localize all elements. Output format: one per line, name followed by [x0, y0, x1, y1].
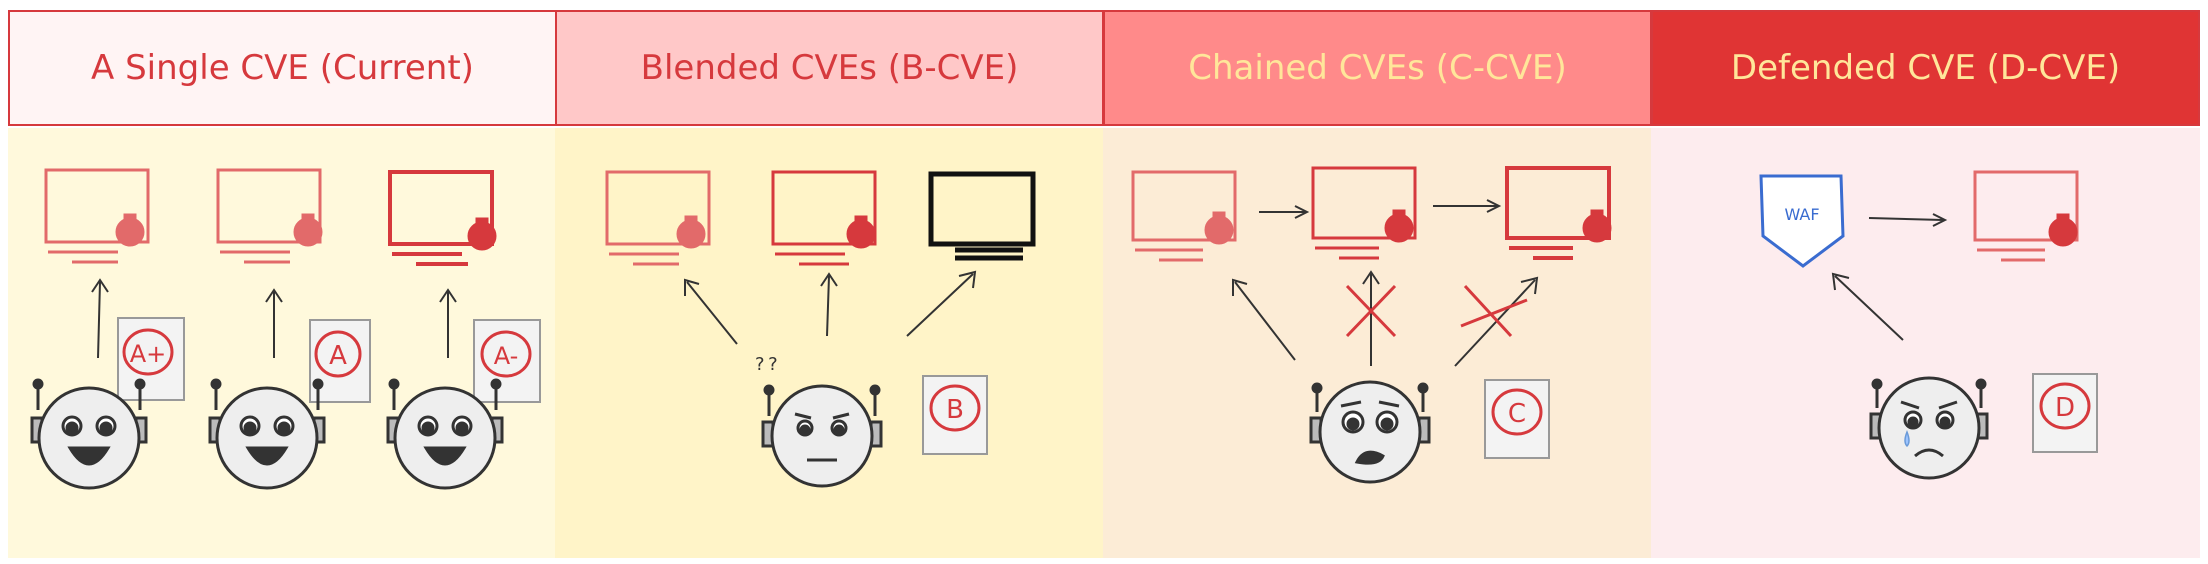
panel-title: A Single CVE (Current) — [91, 48, 474, 88]
robot-sad — [1869, 376, 1989, 480]
panel-body — [1651, 128, 2200, 558]
bug-icon — [293, 213, 323, 247]
chain-arrow — [1259, 205, 1310, 219]
grade-paper: C — [1484, 379, 1550, 459]
defended-cve-diagram: WAF D — [1759, 170, 2098, 480]
bug-icon — [1582, 209, 1612, 243]
panel-header: A Single CVE (Current) — [8, 10, 557, 126]
arrow — [265, 288, 283, 358]
target-server-2 — [771, 170, 877, 266]
grade-paper-3: A- — [473, 319, 541, 403]
panel-blended-cve: Blended CVEs (B-CVE) ? ? — [555, 0, 1104, 564]
grade-label: B — [946, 395, 964, 425]
robot-happy — [208, 378, 326, 490]
chain-arrow — [1433, 199, 1502, 213]
robot-happy — [386, 378, 504, 490]
arrow — [684, 278, 738, 345]
arrow — [1868, 213, 1948, 227]
grade-label: A — [329, 341, 347, 371]
robot-happy — [30, 378, 148, 490]
waf-label: WAF — [1784, 205, 1819, 224]
robot-scared — [1309, 380, 1431, 484]
blended-cve-diagram: ? ? B — [605, 170, 1036, 488]
panel-body — [1103, 128, 1652, 558]
target-server-clean — [928, 171, 1036, 261]
bug-icon — [846, 215, 876, 249]
bug-icon — [115, 213, 145, 247]
single-cve-diagram: A+ A A- — [30, 168, 541, 490]
grade-paper: B — [922, 375, 988, 455]
grade-label: D — [2055, 393, 2075, 423]
arrow — [1232, 278, 1296, 361]
bug-icon — [467, 217, 497, 251]
target-server-2 — [1311, 166, 1417, 260]
panel-defended-cve: Defended CVE (D-CVE) WAF D — [1651, 0, 2200, 564]
target-server-3 — [388, 170, 494, 266]
target-server-1 — [44, 168, 150, 264]
arrow — [1362, 270, 1380, 366]
grade-paper-1: A+ — [117, 317, 185, 401]
grade-paper: D — [2032, 373, 2098, 453]
blocked-x — [1345, 284, 1397, 338]
panel-header: Defended CVE (D-CVE) — [1651, 10, 2200, 126]
panel-title: Chained CVEs (C-CVE) — [1188, 48, 1567, 88]
target-server — [1973, 170, 2079, 262]
arrow — [906, 270, 977, 337]
bug-icon — [1204, 211, 1234, 245]
blocked-x — [1460, 284, 1528, 338]
panel-header: Blended CVEs (B-CVE) — [555, 10, 1104, 126]
robot-worried — [761, 384, 883, 488]
arrow — [1454, 276, 1539, 367]
bug-icon — [2048, 213, 2078, 247]
target-server-3 — [1505, 166, 1611, 260]
arrow — [439, 288, 457, 358]
arrow — [820, 272, 838, 337]
bug-icon — [676, 215, 706, 249]
grade-label: A- — [494, 342, 519, 370]
panel-title: Defended CVE (D-CVE) — [1730, 48, 2121, 88]
target-server-1 — [605, 170, 711, 266]
grade-label: A+ — [130, 340, 167, 368]
panel-title: Blended CVEs (B-CVE) — [640, 48, 1019, 88]
target-server-1 — [1131, 170, 1237, 262]
grade-label: C — [1508, 399, 1526, 429]
chained-cve-diagram: C — [1131, 166, 1612, 484]
arrow — [1831, 272, 1904, 341]
panel-chained-cve: Chained CVEs (C-CVE) — [1103, 0, 1652, 564]
target-server-2 — [216, 168, 322, 264]
waf-shield-icon: WAF — [1759, 174, 1845, 268]
panel-header: Chained CVEs (C-CVE) — [1103, 10, 1652, 126]
confusion-marks: ? ? — [755, 354, 778, 375]
bug-icon — [1384, 209, 1414, 243]
panel-single-cve: A Single CVE (Current) — [8, 0, 557, 564]
arrow — [91, 278, 109, 359]
